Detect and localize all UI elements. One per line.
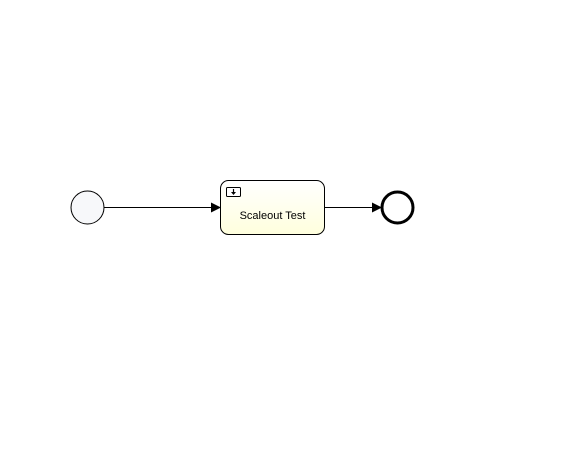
- user-task-icon: [226, 187, 241, 197]
- start-event-circle-icon: [70, 190, 105, 225]
- end-event[interactable]: [380, 190, 415, 225]
- task-label: Scaleout Test: [240, 210, 306, 222]
- end-event-circle-icon: [380, 190, 415, 225]
- task-scaleout-test[interactable]: Scaleout Test: [220, 180, 325, 235]
- task-box: [220, 180, 325, 235]
- start-event[interactable]: [70, 190, 105, 225]
